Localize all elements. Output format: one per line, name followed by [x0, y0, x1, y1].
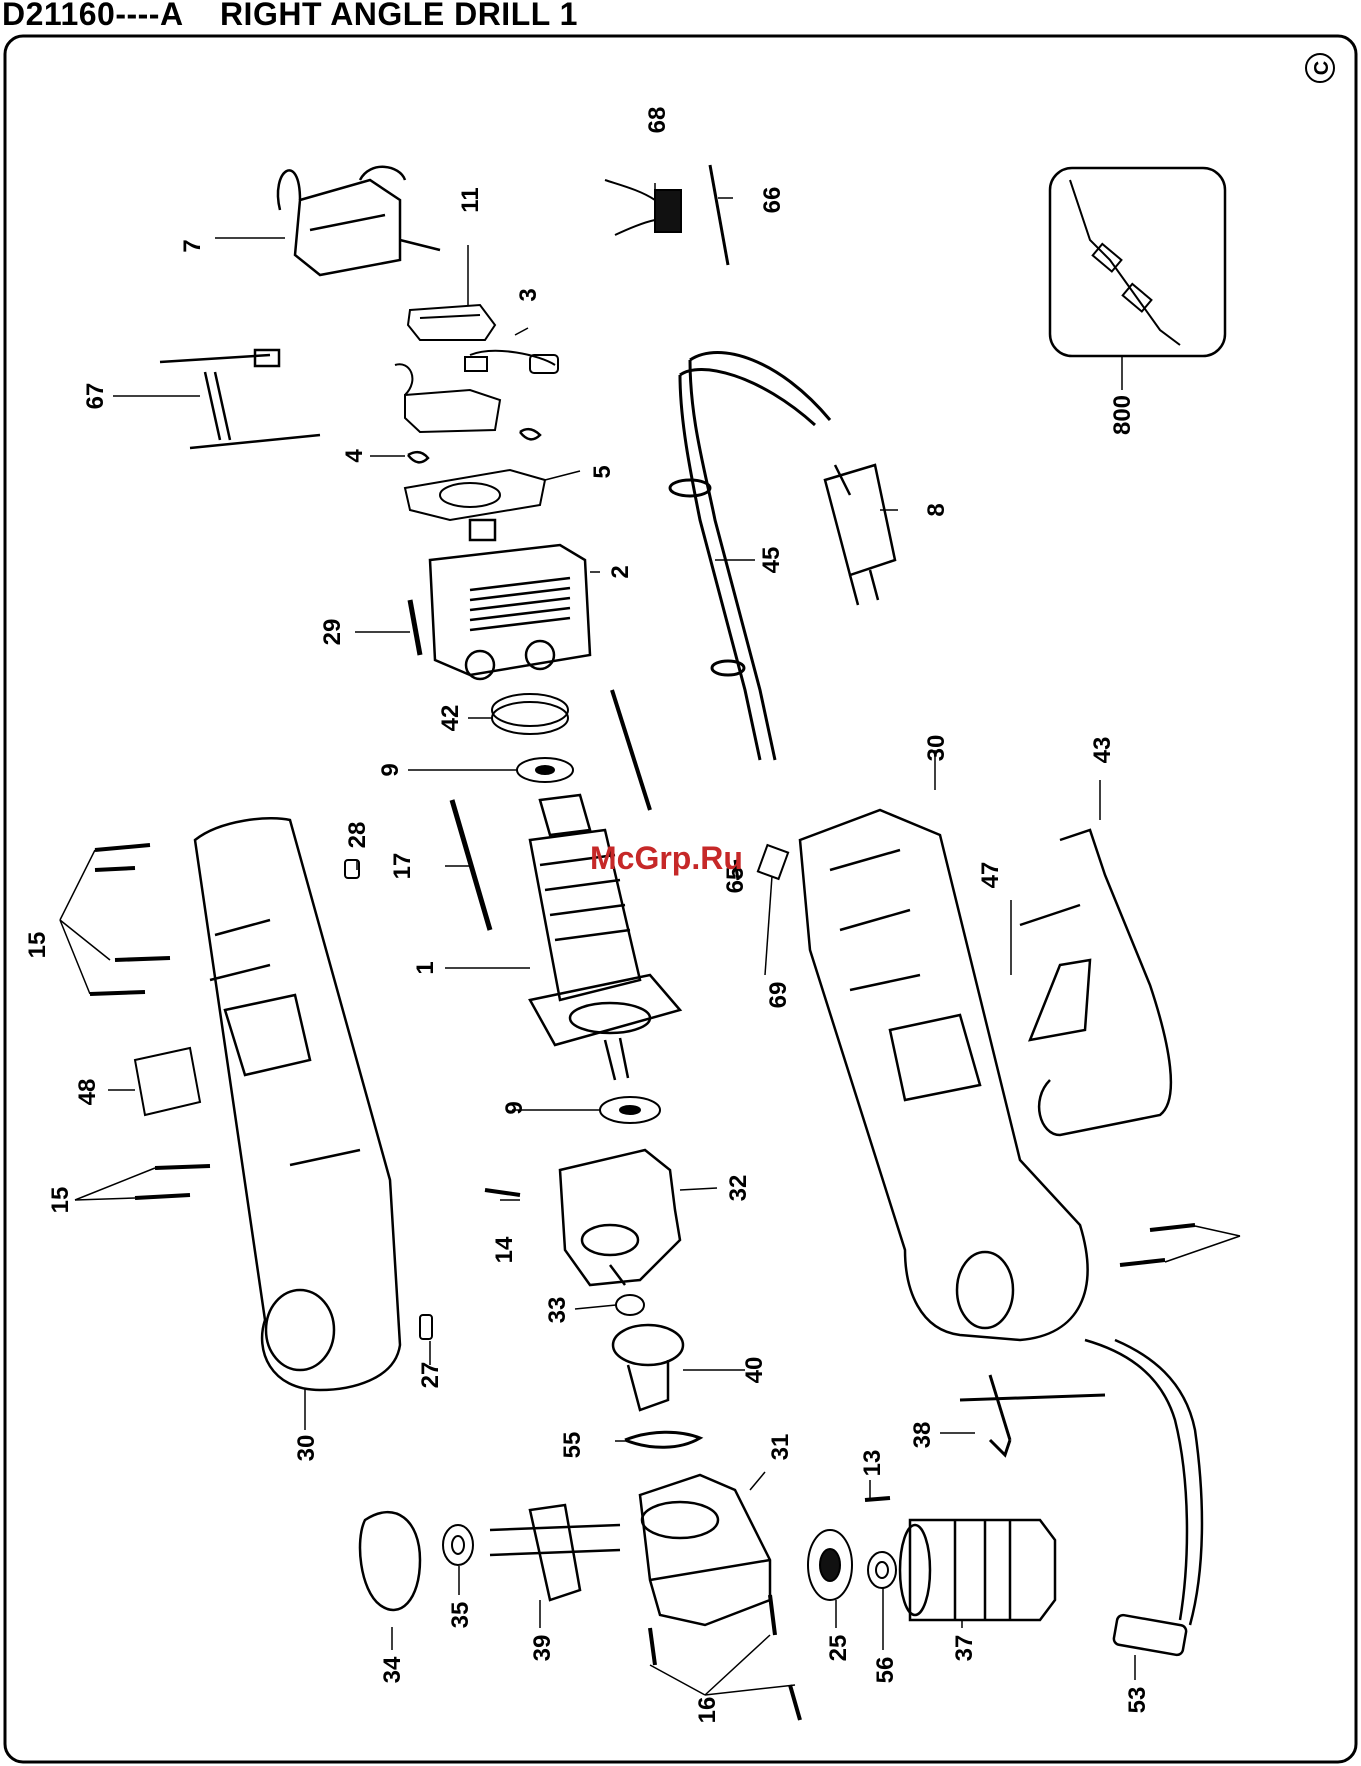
label-28: 28 — [344, 822, 371, 849]
part-field — [430, 520, 590, 679]
part-spindle-gear — [490, 1505, 620, 1600]
label-30-lower: 30 — [293, 1435, 320, 1462]
label-47: 47 — [977, 862, 1004, 889]
label-25: 25 — [825, 1635, 852, 1662]
label-31: 31 — [767, 1434, 794, 1461]
label-17: 17 — [389, 853, 416, 880]
part-800-inset — [1050, 168, 1225, 356]
watermark: McGrp.Ru — [590, 840, 743, 877]
part-brush-holder-lower — [395, 364, 500, 432]
part-housing-left — [195, 818, 400, 1390]
label-68: 68 — [644, 107, 671, 134]
label-32: 32 — [725, 1175, 752, 1202]
part-screws-16 — [650, 1595, 800, 1720]
part-pin — [410, 600, 420, 655]
copyright-mark: C — [1306, 54, 1334, 82]
part-screws-right — [1120, 1225, 1195, 1265]
part-screw-long-b — [452, 800, 490, 930]
label-5: 5 — [589, 465, 616, 478]
label-14: 14 — [491, 1236, 518, 1263]
part-bearing-25 — [808, 1530, 852, 1600]
label-45: 45 — [758, 547, 785, 574]
label-69: 69 — [765, 982, 792, 1009]
part-terminal — [160, 350, 320, 448]
part-connector — [605, 180, 681, 235]
label-40: 40 — [741, 1357, 768, 1384]
part-13 — [865, 1498, 890, 1500]
part-brushes — [465, 351, 558, 373]
label-2: 2 — [607, 565, 634, 578]
label-4: 4 — [341, 449, 368, 463]
part-33 — [616, 1295, 644, 1315]
part-ring — [492, 694, 568, 734]
part-housing-right — [800, 810, 1088, 1340]
part-screw-long-a — [612, 690, 650, 810]
part-armature — [530, 795, 680, 1080]
part-55 — [625, 1432, 700, 1447]
label-43: 43 — [1089, 737, 1116, 764]
label-53: 53 — [1124, 1687, 1151, 1714]
label-16: 16 — [694, 1697, 721, 1724]
label-8: 8 — [923, 503, 950, 516]
label-66: 66 — [759, 187, 786, 214]
part-label — [135, 1048, 200, 1115]
leader-lines — [60, 183, 1240, 1695]
part-switch — [278, 167, 440, 275]
label-48: 48 — [74, 1079, 101, 1106]
label-11: 11 — [457, 187, 484, 212]
label-35: 35 — [447, 1602, 474, 1629]
part-number-labels: 68 66 11 7 3 67 4 5 800 8 2 45 29 42 9 3… — [24, 107, 1151, 1724]
label-55: 55 — [559, 1432, 586, 1459]
part-screws-left — [90, 845, 210, 1198]
label-37: 37 — [951, 1635, 978, 1662]
label-29: 29 — [319, 619, 346, 646]
label-800: 800 — [1109, 395, 1136, 435]
part-bearing-lower — [600, 1097, 660, 1123]
label-3: 3 — [515, 288, 542, 301]
part-small-clip — [408, 452, 428, 462]
part-gear-case-front — [640, 1475, 770, 1625]
label-7: 7 — [179, 239, 206, 252]
label-13: 13 — [859, 1450, 886, 1477]
part-end-plate — [405, 470, 545, 520]
part-cap — [360, 1512, 420, 1610]
part-27 — [420, 1315, 432, 1339]
part-gear-case — [560, 1150, 680, 1285]
label-15-left-lower: 15 — [47, 1187, 74, 1214]
part-56 — [868, 1552, 896, 1588]
part-cord — [670, 353, 830, 761]
part-strap — [1085, 1340, 1202, 1656]
label-67: 67 — [82, 383, 109, 410]
part-chuck-key — [960, 1375, 1105, 1455]
label-38: 38 — [909, 1422, 936, 1449]
part-washer — [443, 1525, 473, 1565]
part-bearing-upper — [517, 758, 573, 782]
label-1: 1 — [412, 961, 439, 974]
label-56: 56 — [872, 1657, 899, 1684]
part-plug — [825, 465, 895, 605]
label-27: 27 — [417, 1362, 444, 1389]
part-69 — [758, 845, 788, 879]
part-guard — [1020, 830, 1171, 1135]
svg-text:C: C — [1311, 61, 1333, 75]
part-brush-holder-top — [408, 305, 495, 340]
label-42: 42 — [437, 705, 464, 732]
label-9-lower: 9 — [501, 1101, 528, 1114]
label-34: 34 — [379, 1656, 406, 1683]
label-9: 9 — [377, 763, 404, 776]
part-clip — [710, 165, 728, 265]
label-15: 15 — [24, 932, 51, 959]
label-30: 30 — [923, 735, 950, 762]
part-screw-14 — [485, 1190, 520, 1195]
part-chuck — [900, 1520, 1055, 1620]
label-39: 39 — [529, 1635, 556, 1662]
part-pinion — [613, 1325, 683, 1410]
label-33: 33 — [544, 1297, 571, 1324]
